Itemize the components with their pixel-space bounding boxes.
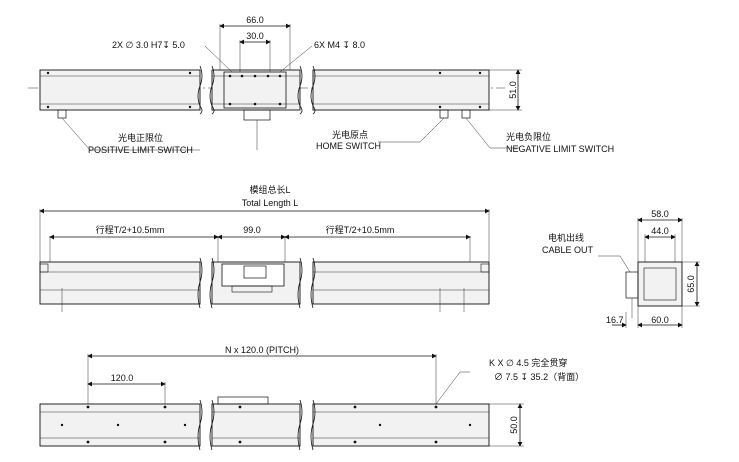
pitch-dim: N x 120.0 (PITCH) [225,345,299,355]
dim-51: 51.0 [508,81,518,99]
stroke-right: 行程T/2+10.5mm [326,224,395,235]
home-cn: 光电原点 [332,129,368,140]
pos-limit-en: POSITIVE LIMIT SWITCH [88,145,193,155]
dim-50: 50.0 [509,416,519,434]
cable-out-cn: 电机出线 [548,232,584,243]
home-en: HOME SWITCH [316,141,381,151]
cable-out-en: CABLE OUT [542,245,594,255]
side-view: 58.0 44.0 65.0 60.0 16.7 电机出线 CABLE OUT [542,209,700,328]
neg-limit-cn: 光电负限位 [506,131,551,142]
dim-60: 60.0 [651,315,669,325]
dim-16-7: 16.7 [606,315,624,325]
hole-note-1: K X ∅ 4.5 完全贯穿 [489,357,567,368]
hole-spec-right: 6X M4 ↧ 8.0 [314,40,365,50]
total-length-en: Total Length L [242,198,299,208]
total-length-cn: 模组总长L [249,184,290,195]
top-view: 66.0 30.0 2X ∅ 3.0 H7↧ 5.0 6X M4 ↧ 8.0 5… [28,15,614,155]
bottom-view: N x 120.0 (PITCH) 120.0 [39,345,584,451]
dim-66: 66.0 [246,15,264,25]
dim-65: 65.0 [686,275,696,293]
dim-30: 30.0 [246,31,264,41]
neg-limit-en: NEGATIVE LIMIT SWITCH [506,144,614,154]
dim-58: 58.0 [651,209,669,219]
pos-limit-cn: 光电正限位 [118,132,163,143]
dim-99: 99.0 [243,225,261,235]
dim-44: 44.0 [651,226,669,236]
hole-note-2: ∅ 7.5 ↧ 35.2（背面） [494,371,584,382]
dim-120: 120.0 [111,373,134,383]
stroke-left: 行程T/2+10.5mm [96,224,165,235]
front-view: 模组总长L Total Length L 行程T/2+10.5mm 99.0 行… [39,184,490,312]
hole-spec-left: 2X ∅ 3.0 H7↧ 5.0 [112,40,185,50]
